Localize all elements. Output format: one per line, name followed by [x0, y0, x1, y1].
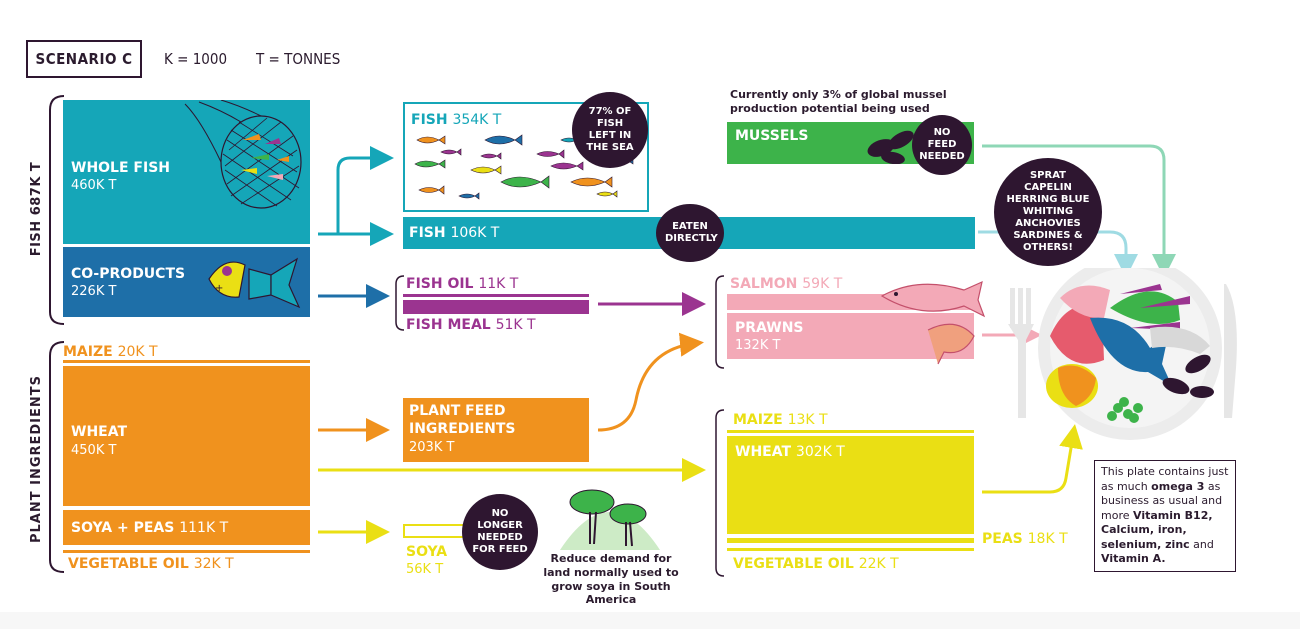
whole-fish-block: WHOLE FISH 460K T: [63, 100, 310, 244]
fish-direct-name: FISH: [409, 225, 446, 241]
fish-sea-value: 354K T: [452, 112, 502, 128]
maize-source-value: 20K T: [117, 344, 158, 360]
wheat-right-value: 302K T: [795, 444, 845, 460]
maize-source-label: MAIZE: [63, 344, 113, 360]
wheat-right-label: WHEAT 302K T: [735, 444, 845, 460]
maize-right-value: 13K T: [787, 412, 828, 428]
plant-group-label: PLANT INGREDIENTS: [29, 374, 44, 544]
salmon-prawn-icon: [880, 280, 986, 365]
wheat-right-block: WHEAT 302K T: [727, 436, 974, 534]
salmon-value: 59K T: [802, 276, 843, 292]
soya-peas-label: SOYA + PEAS 111K T: [71, 520, 228, 536]
soya-peas-value: 111K T: [179, 520, 229, 536]
vegetable-oil-right-value: 22K T: [858, 556, 899, 572]
no-feed-badge: NO FEED NEEDED: [912, 115, 972, 175]
small-fish-text: SPRAT CAPELIN HERRING BLUE WHITING ANCHO…: [1006, 170, 1090, 253]
peas-right-name: PEAS: [982, 531, 1023, 547]
co-products-value: 226K T: [71, 284, 117, 299]
vegetable-oil-source-label: VEGETABLE OIL: [68, 556, 189, 572]
fish-meal-bar: [403, 300, 589, 314]
fish-left-badge: 77% OF FISH LEFT IN THE SEA: [572, 92, 648, 168]
plate-info-vitamin-a: Vitamin A.: [1101, 552, 1166, 566]
land-demand-note: Reduce demand for land normally used to …: [543, 552, 679, 607]
fish-oil-bar: [403, 294, 589, 297]
plant-bracket: [49, 341, 65, 573]
whole-fish-value: 460K T: [71, 178, 117, 193]
no-feed-text: NO FEED NEEDED: [919, 127, 965, 162]
mussels-label: MUSSELS: [735, 128, 809, 144]
vegetable-oil-source: VEGETABLE OIL 32K T: [68, 556, 234, 572]
fish-meal-label: FISH MEAL 51K T: [406, 317, 536, 333]
fish-oil-label: FISH OIL 11K T: [406, 276, 518, 292]
soya-label: SOYA: [406, 544, 448, 560]
fish-direct-value: 106K T: [450, 225, 500, 241]
fish-meal-name: FISH MEAL: [406, 317, 491, 333]
plate-info-text-2: as business as usual and more: [1101, 479, 1223, 522]
plant-feed-value: 203K T: [409, 440, 455, 455]
k-definition: K = 1000: [164, 50, 228, 68]
footer-strip: [0, 612, 1300, 629]
maize-source: MAIZE 20K T: [63, 344, 158, 360]
fish-sea-name: FISH: [411, 112, 448, 128]
vegetable-oil-right-label: VEGETABLE OIL 22K T: [733, 556, 899, 572]
mussel-note: Currently only 3% of global mussel produ…: [730, 88, 947, 116]
co-products-label: CO-PRODUCTS: [71, 266, 186, 282]
maize-right-bar: [727, 430, 974, 433]
plate-info-text-1: This plate contains just as much: [1101, 465, 1229, 493]
fish-sea-label: FISH 354K T: [411, 112, 501, 128]
mussels-icon: [867, 130, 914, 164]
scenario-box: SCENARIO C: [26, 40, 142, 78]
fish-head-tail-icon: +: [208, 257, 301, 309]
fish-left-badge-text: 77% OF FISH LEFT IN THE SEA: [586, 106, 634, 153]
maize-right-label: MAIZE 13K T: [733, 412, 828, 428]
svg-text:+: +: [215, 283, 223, 294]
scenario-title: SCENARIO C: [35, 50, 133, 68]
soya-peas-block: SOYA + PEAS 111K T: [63, 510, 310, 545]
trees-icon: [560, 489, 660, 550]
wheat-block: WHEAT 450K T: [63, 366, 310, 506]
wheat-source-value: 450K T: [71, 443, 117, 458]
vegetable-oil-bar: [63, 550, 310, 553]
peas-right-bar: [727, 538, 974, 543]
plate-info-omega: omega 3: [1151, 479, 1205, 493]
vegetable-oil-right-bar: [727, 548, 974, 551]
eaten-directly-text: EATEN DIRECTLY: [665, 221, 718, 244]
fishing-net-icon: [184, 100, 302, 209]
plate-icon: [1008, 268, 1237, 440]
peas-right-value: 18K T: [1027, 531, 1068, 547]
vegetable-oil-right-name: VEGETABLE OIL: [733, 556, 854, 572]
no-longer-needed-badge: NO LONGER NEEDED FOR FEED: [462, 494, 538, 570]
maize-right-name: MAIZE: [733, 412, 783, 428]
prawns-value: 132K T: [735, 338, 781, 353]
plate-info-box: This plate contains just as much omega 3…: [1094, 460, 1236, 572]
eaten-directly-badge: EATEN DIRECTLY: [656, 204, 724, 262]
fish-oil-value: 11K T: [478, 276, 519, 292]
fish-meal-value: 51K T: [495, 317, 536, 333]
no-longer-needed-text: NO LONGER NEEDED FOR FEED: [472, 508, 528, 555]
plate-info-nutrients: Vitamin B12, Calcium, iron, selenium, zi…: [1101, 508, 1213, 551]
fish-bracket: [49, 95, 65, 325]
peas-right-label: PEAS 18K T: [982, 531, 1068, 547]
vegetable-oil-source-value: 32K T: [193, 556, 234, 572]
wheat-source-label: WHEAT: [71, 424, 128, 440]
soya-value: 56K T: [406, 562, 444, 577]
whole-fish-label: WHOLE FISH: [71, 160, 170, 176]
plant-feed-label: PLANT FEED INGREDIENTS: [409, 403, 516, 437]
salmon-name: SALMON: [730, 276, 798, 292]
co-products-block: CO-PRODUCTS 226K T +: [63, 247, 310, 317]
plant-feed-block: PLANT FEED INGREDIENTS 203K T: [403, 398, 589, 462]
wheat-right-name: WHEAT: [735, 444, 792, 460]
prawns-label: PRAWNS: [735, 320, 804, 336]
plate-info-text-3: and: [1189, 537, 1214, 551]
fish-direct-label: FISH 106K T: [409, 225, 499, 241]
maize-bar: [63, 360, 310, 363]
salmon-label: SALMON 59K T: [730, 276, 842, 292]
t-definition: T = TONNES: [256, 50, 341, 68]
fish-oil-name: FISH OIL: [406, 276, 474, 292]
fish-group-label: FISH 687K T: [29, 161, 44, 257]
small-fish-badge: SPRAT CAPELIN HERRING BLUE WHITING ANCHO…: [994, 158, 1102, 266]
soya-peas-name: SOYA + PEAS: [71, 520, 175, 536]
